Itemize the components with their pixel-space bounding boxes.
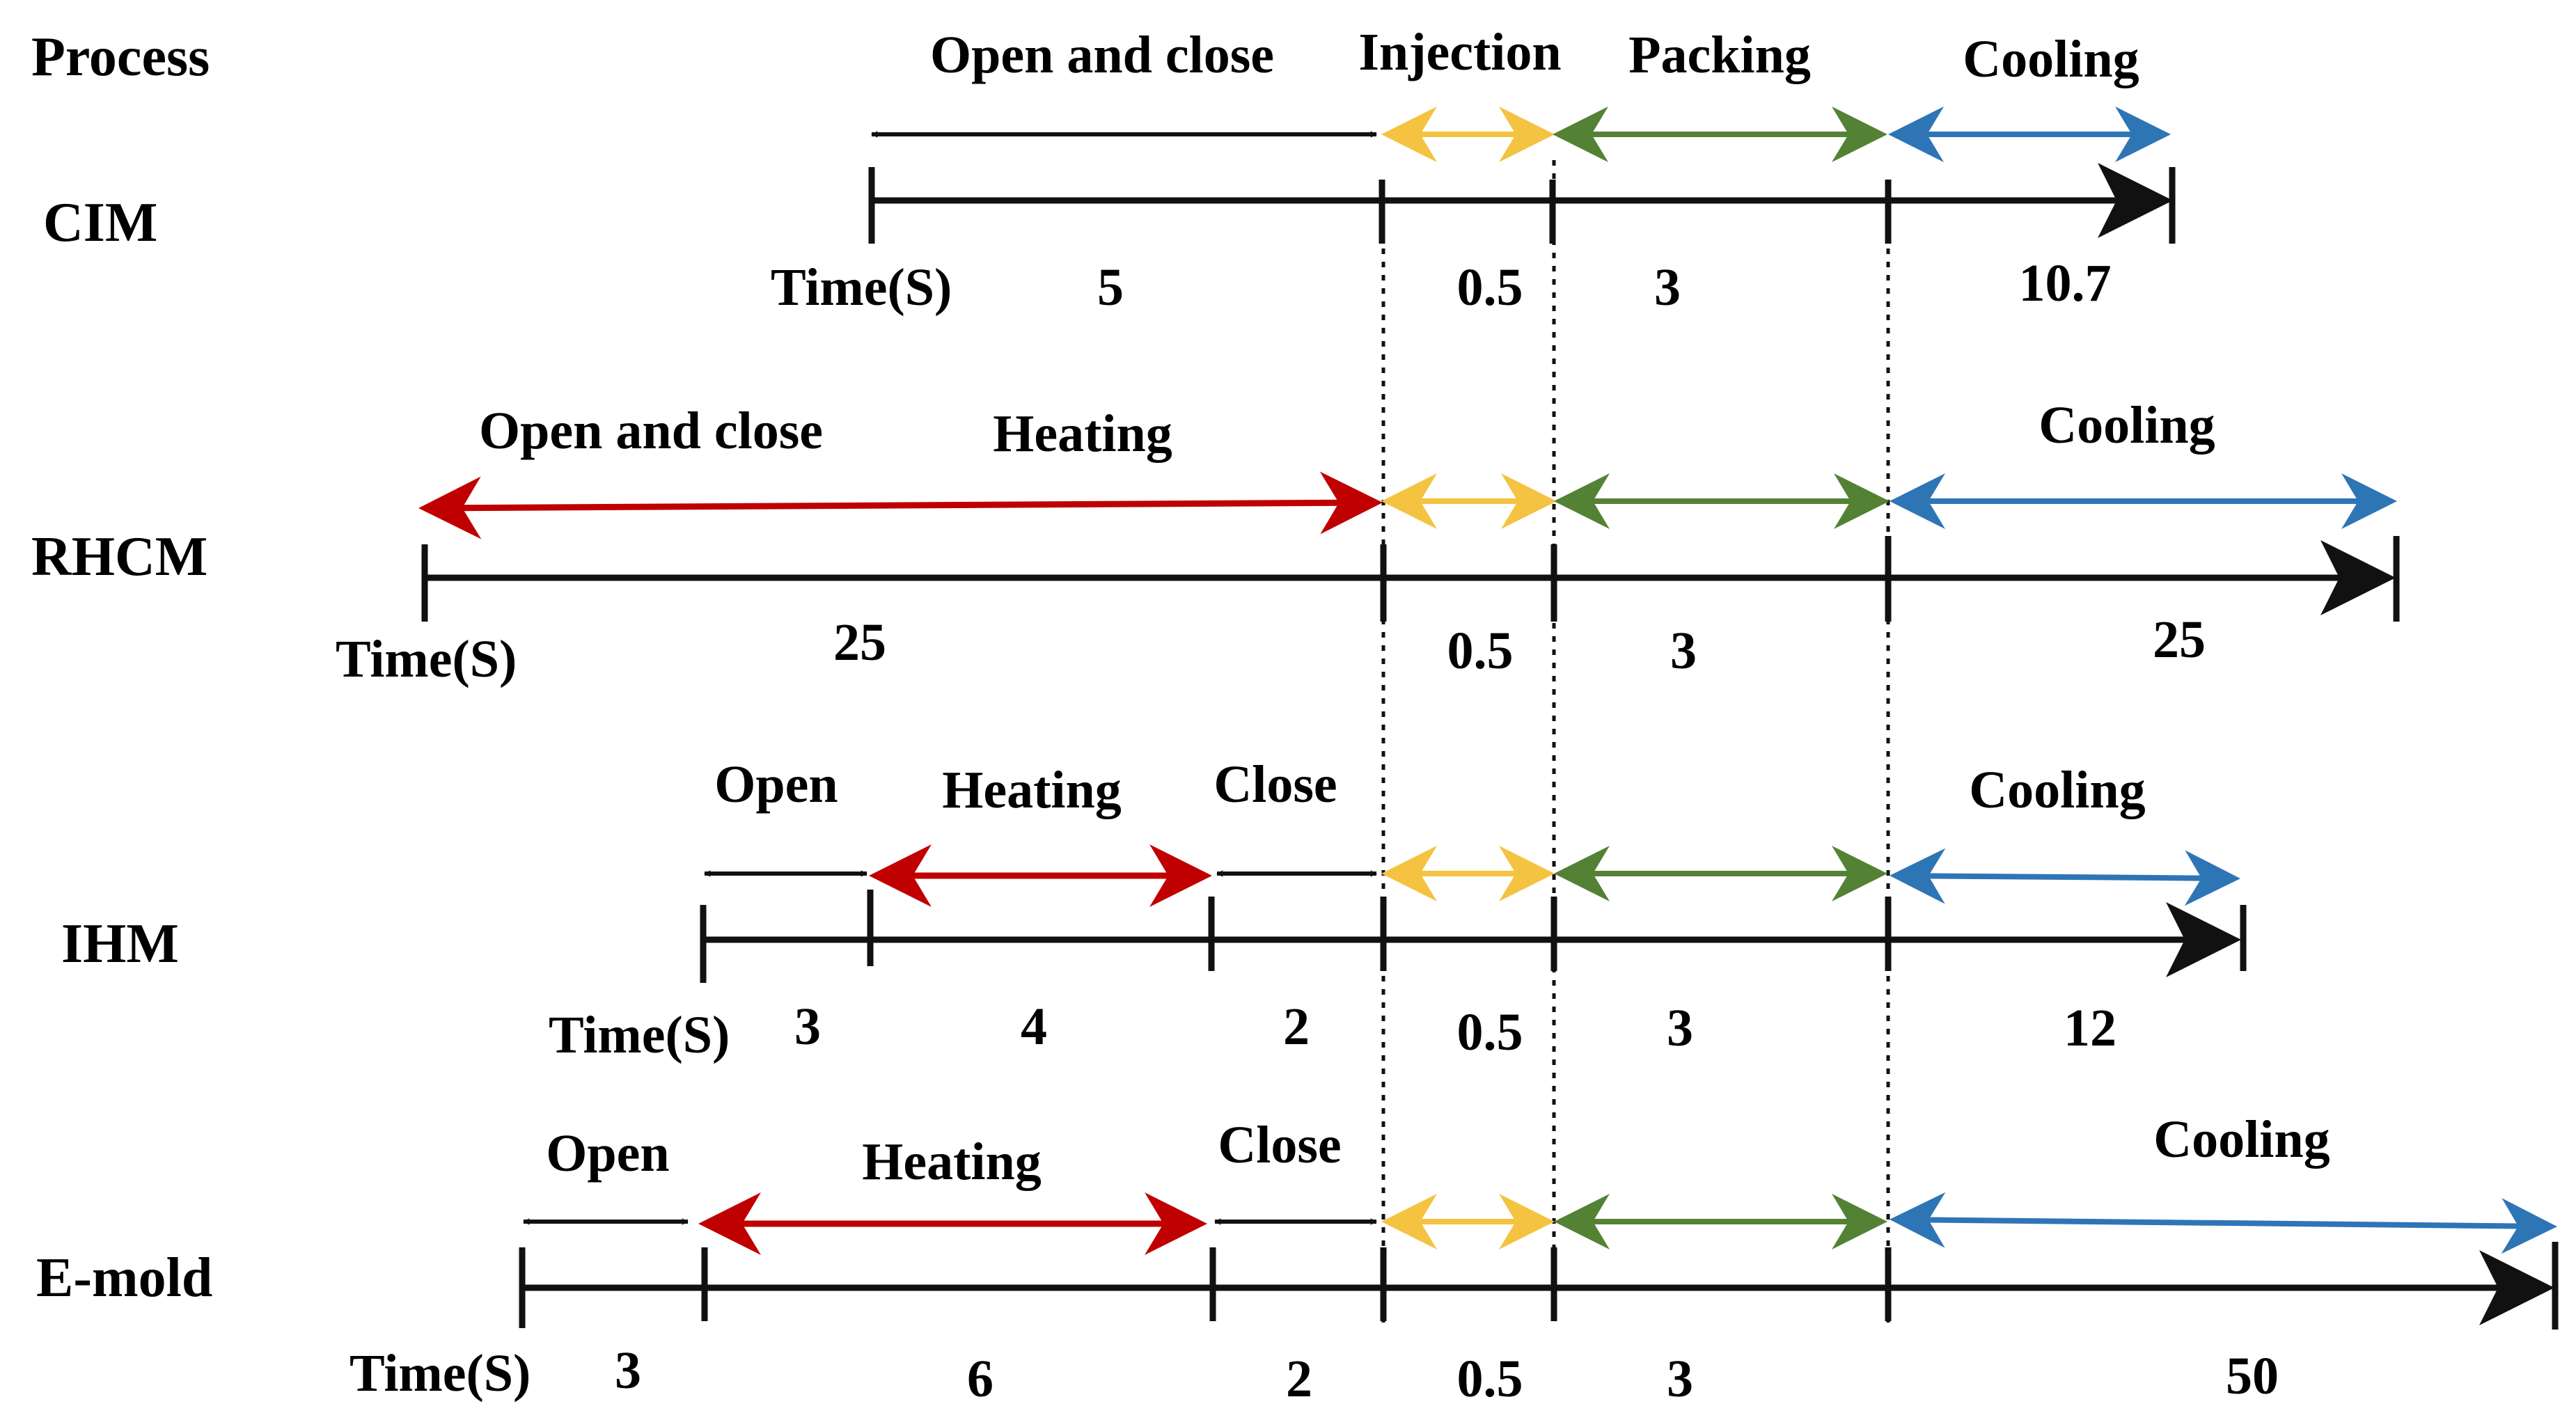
- arrow-ihm-cooling: [1890, 848, 2240, 906]
- ticks-rhcm: [421, 536, 2400, 622]
- duration-emold-open: 3: [615, 1341, 641, 1400]
- row-label-emold: E-mold: [36, 1247, 212, 1309]
- phase-label-emold-close: Close: [1218, 1116, 1341, 1174]
- phase-label-emold-heating: Heating: [862, 1133, 1042, 1191]
- time-label-rhcm: Time(S): [336, 630, 517, 688]
- duration-ihm-cooling: 12: [2064, 999, 2116, 1057]
- duration-cim-packing: 3: [1654, 258, 1681, 317]
- ticks-cim: [868, 167, 2176, 244]
- duration-emold-close: 2: [1286, 1350, 1312, 1408]
- duration-cim-cooling: 10.7: [2019, 254, 2112, 313]
- row-rhcm: RHCM Open and close Heating Cooling Time…: [31, 396, 2400, 688]
- phase-label-cim-cooling: Cooling: [1963, 30, 2139, 88]
- row-ihm: IHM Open Heating Close Cooling Time(S) 3…: [61, 755, 2247, 1064]
- phase-label-emold-cooling: Cooling: [2153, 1110, 2330, 1169]
- duration-ihm-packing: 3: [1667, 999, 1693, 1057]
- row-label-rhcm: RHCM: [31, 526, 207, 587]
- phase-label-rhcm-heating: Heating: [993, 404, 1172, 463]
- duration-rhcm-open-close-heating: 25: [833, 613, 886, 672]
- time-label-ihm: Time(S): [549, 1006, 730, 1064]
- row-cim: CIM Open and close Injection Packing Coo…: [43, 23, 2176, 317]
- row-label-cim: CIM: [43, 192, 157, 253]
- phase-label-ihm-cooling: Cooling: [1969, 761, 2145, 819]
- time-label-cim: Time(S): [771, 258, 952, 317]
- time-label-emold: Time(S): [350, 1344, 531, 1403]
- phase-label-cim-packing: Packing: [1628, 26, 1811, 84]
- phase-label-rhcm-cooling: Cooling: [2039, 396, 2215, 455]
- dotted-guides: [1381, 160, 1890, 1323]
- duration-emold-cooling: 50: [2226, 1347, 2279, 1405]
- arrow-emold-cooling: [1890, 1192, 2557, 1254]
- row-label-ihm: IHM: [61, 913, 179, 975]
- phase-label-rhcm-open-close: Open and close: [479, 402, 823, 460]
- process-header: Process: [31, 26, 210, 88]
- phase-label-ihm-open: Open: [714, 755, 838, 814]
- duration-ihm-injection: 0.5: [1457, 1003, 1523, 1062]
- duration-emold-injection: 0.5: [1457, 1350, 1523, 1408]
- duration-emold-heating: 6: [967, 1350, 994, 1408]
- duration-rhcm-cooling: 25: [2153, 610, 2206, 669]
- duration-rhcm-injection: 0.5: [1447, 622, 1514, 680]
- phase-label-ihm-close: Close: [1214, 755, 1337, 814]
- phase-label-emold-open: Open: [546, 1124, 669, 1183]
- duration-ihm-close: 2: [1283, 997, 1310, 1056]
- duration-emold-packing: 3: [1667, 1350, 1693, 1408]
- duration-ihm-heating: 4: [1021, 997, 1047, 1056]
- duration-ihm-open: 3: [794, 997, 821, 1056]
- ticks-emold: [519, 1242, 2559, 1330]
- phase-label-cim-injection: Injection: [1358, 23, 1561, 81]
- duration-cim-open-close: 5: [1097, 258, 1124, 317]
- duration-rhcm-packing: 3: [1670, 622, 1697, 680]
- ticks-ihm: [700, 890, 2247, 983]
- phase-label-ihm-heating: Heating: [942, 761, 1122, 819]
- arrow-rhcm-open-close-heating: [418, 471, 1383, 539]
- phase-label-cim-open-close: Open and close: [930, 26, 1274, 84]
- duration-cim-injection: 0.5: [1457, 258, 1523, 317]
- row-emold: E-mold Open Heating Close Cooling Time(S…: [36, 1110, 2559, 1408]
